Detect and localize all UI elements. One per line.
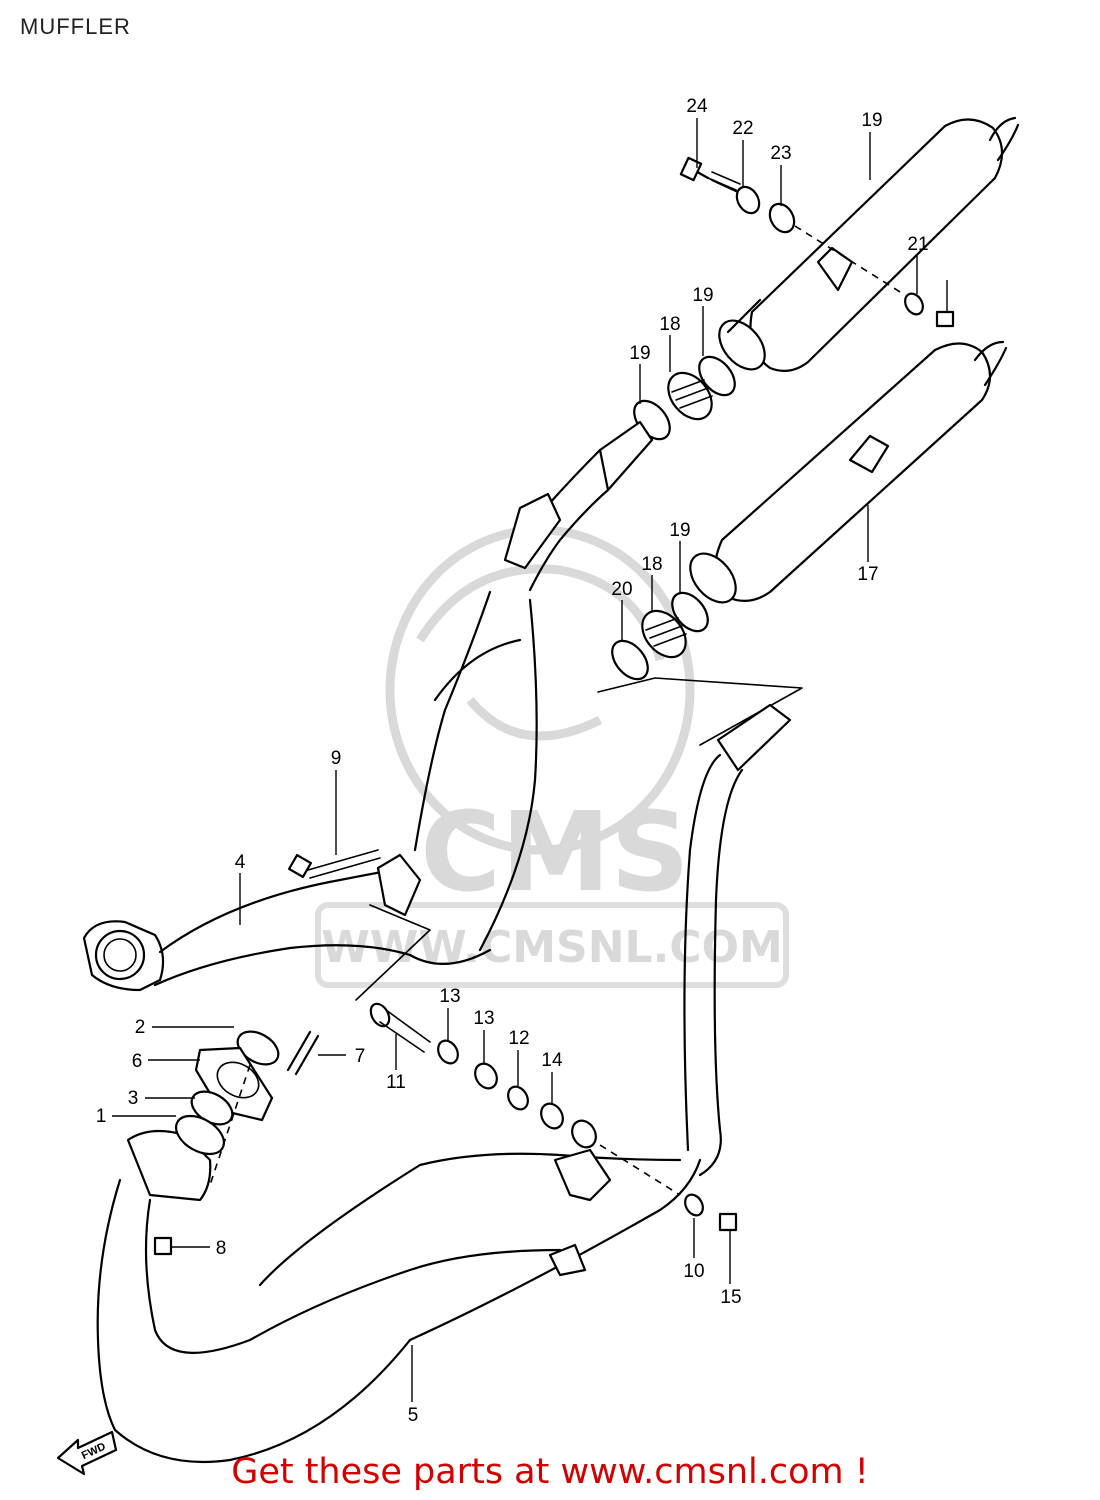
chamber-mount-hardware <box>369 1002 738 1232</box>
part-18-gasket-spring <box>667 371 713 421</box>
part-15-nut <box>718 1212 738 1232</box>
callout-10: 10 <box>683 1261 704 1282</box>
part-24-nut <box>935 310 955 328</box>
callout-9: 9 <box>331 748 342 769</box>
watermark-logo-detail <box>416 564 665 662</box>
part-19-clamp-ring <box>698 355 736 397</box>
part-13-cushion <box>437 1039 459 1065</box>
callout-22: 23 <box>770 143 791 164</box>
part-12-collar <box>507 1085 529 1111</box>
mid-pipe <box>413 420 654 952</box>
callout-2: 2 <box>135 1017 146 1038</box>
callout-18: 18 <box>641 554 662 575</box>
part-13-cushion <box>474 1062 498 1090</box>
callout-5: 5 <box>408 1405 419 1426</box>
callout-14: 14 <box>541 1050 563 1071</box>
part-2-gasket <box>236 1030 280 1066</box>
callout-6: 6 <box>132 1051 143 1072</box>
part-20-washer <box>904 292 924 316</box>
callout-1: 1 <box>96 1106 107 1127</box>
callout-21: 22 <box>732 118 753 139</box>
part-11-bolt <box>369 1002 391 1028</box>
callout-23: 24 <box>686 96 708 117</box>
callout-19: 20 <box>611 579 632 600</box>
callout-19: 19 <box>692 285 713 306</box>
footer-promo-text[interactable]: Get these parts at www.cmsnl.com ! <box>231 1452 869 1492</box>
part-10-washer <box>684 1193 704 1217</box>
part-1-gasket <box>175 1114 225 1156</box>
callout-17: 17 <box>857 564 878 585</box>
leader-lines <box>112 118 948 1402</box>
callout-12: 12 <box>508 1028 529 1049</box>
callout-7: 7 <box>355 1046 366 1067</box>
flange-gasket-stack <box>175 1030 320 1186</box>
callout-13: 13 <box>439 986 460 1007</box>
page-title: MUFFLER <box>20 14 131 39</box>
callout-19: 19 <box>669 520 690 541</box>
part-5-exhaust-chamber <box>96 1129 702 1464</box>
part-6-flange <box>194 1046 274 1122</box>
connecting-pipe <box>683 703 792 1177</box>
part-8-nut <box>153 1236 173 1256</box>
callout-15: 15 <box>720 1287 741 1308</box>
break-line <box>355 904 431 1001</box>
lower-clamp-set <box>611 591 709 681</box>
callout-4: 4 <box>235 852 246 873</box>
part-17-lower-muffler <box>689 340 1008 604</box>
callout-20: 21 <box>907 234 928 255</box>
callout-labels: 24 22 23 19 21 19 18 19 17 19 18 20 9 4 … <box>96 96 929 1426</box>
forward-direction-arrow: FWD <box>56 1430 118 1476</box>
muffler-mount-hardware <box>679 156 955 328</box>
watermark-logo-text: CMS <box>420 788 689 916</box>
part-9-bolt <box>287 849 381 879</box>
part-21-collar <box>735 185 761 215</box>
callout-18: 18 <box>659 314 680 335</box>
part-16-upper-muffler <box>718 116 1020 373</box>
callout-19: 19 <box>629 343 650 364</box>
callout-13: 13 <box>473 1008 494 1029</box>
callout-11: 11 <box>386 1072 406 1093</box>
part-4-front-exhaust-pipe <box>82 853 492 992</box>
watermark: CMS WWW.CMSNL.COM <box>315 525 789 988</box>
callout-3: 3 <box>128 1088 139 1109</box>
watermark-url-text: WWW.CMSNL.COM <box>321 922 783 973</box>
watermark-logo-detail <box>466 697 603 741</box>
callout-16: 19 <box>861 110 882 131</box>
part-7-stud <box>286 1030 320 1076</box>
callout-8: 8 <box>216 1238 227 1259</box>
part-22-cushion <box>768 202 796 234</box>
part-14-cushion <box>540 1102 564 1130</box>
